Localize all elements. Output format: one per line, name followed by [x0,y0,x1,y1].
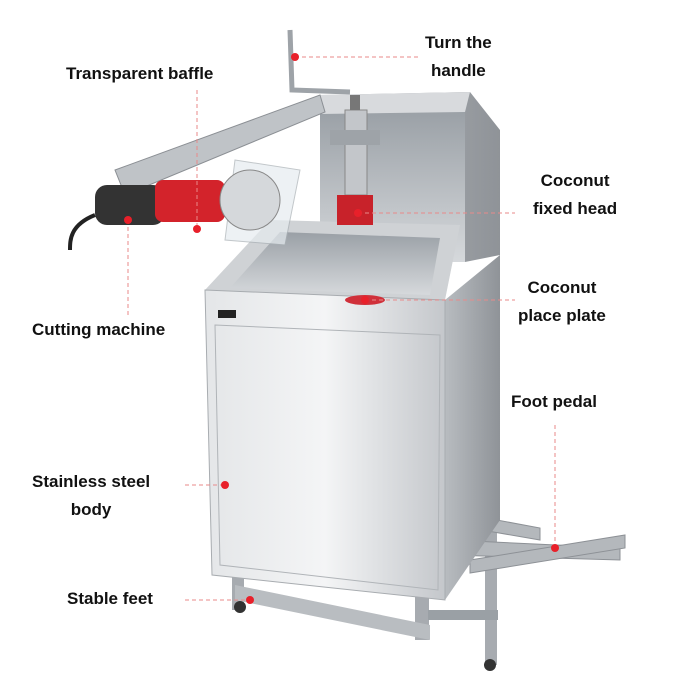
label-coconut-fixed-head: Coconut fixed head [533,167,617,223]
label-line: Coconut [527,278,597,297]
marker-dot [354,209,362,217]
marker-dot [193,225,201,233]
marker-dot [221,481,229,489]
label-cutting-machine: Cutting machine [32,320,166,339]
label-line: Stainless steel [32,472,151,491]
label-stable-feet: Stable feet [67,589,153,608]
coconut-fixed-head [337,195,373,225]
label-stainless-steel-body: Stainless steel body [32,468,150,524]
brand-plate [218,310,236,318]
marker-dot [124,216,132,224]
marker-dot [246,596,254,604]
marker-dot [361,296,369,304]
label-line: handle [430,61,486,80]
cutting-machine-grinder [68,169,281,251]
label-turn-handle: Turn the handle [425,29,492,85]
marker-dot [291,53,299,61]
marker-dot [551,544,559,552]
label-transparent-baffle: Transparent baffle [66,64,214,83]
label-line: place plate [518,306,606,325]
label-line: fixed head [533,199,618,218]
label-foot-pedal: Foot pedal [511,392,597,411]
label-coconut-place-plate: Coconut place plate [518,274,606,330]
label-line: Coconut [540,171,610,190]
label-line: body [70,500,112,519]
foot-pedal-bars [449,514,626,574]
cabinet-side [445,255,500,600]
handle [287,29,351,95]
label-line: Turn the [425,33,492,52]
